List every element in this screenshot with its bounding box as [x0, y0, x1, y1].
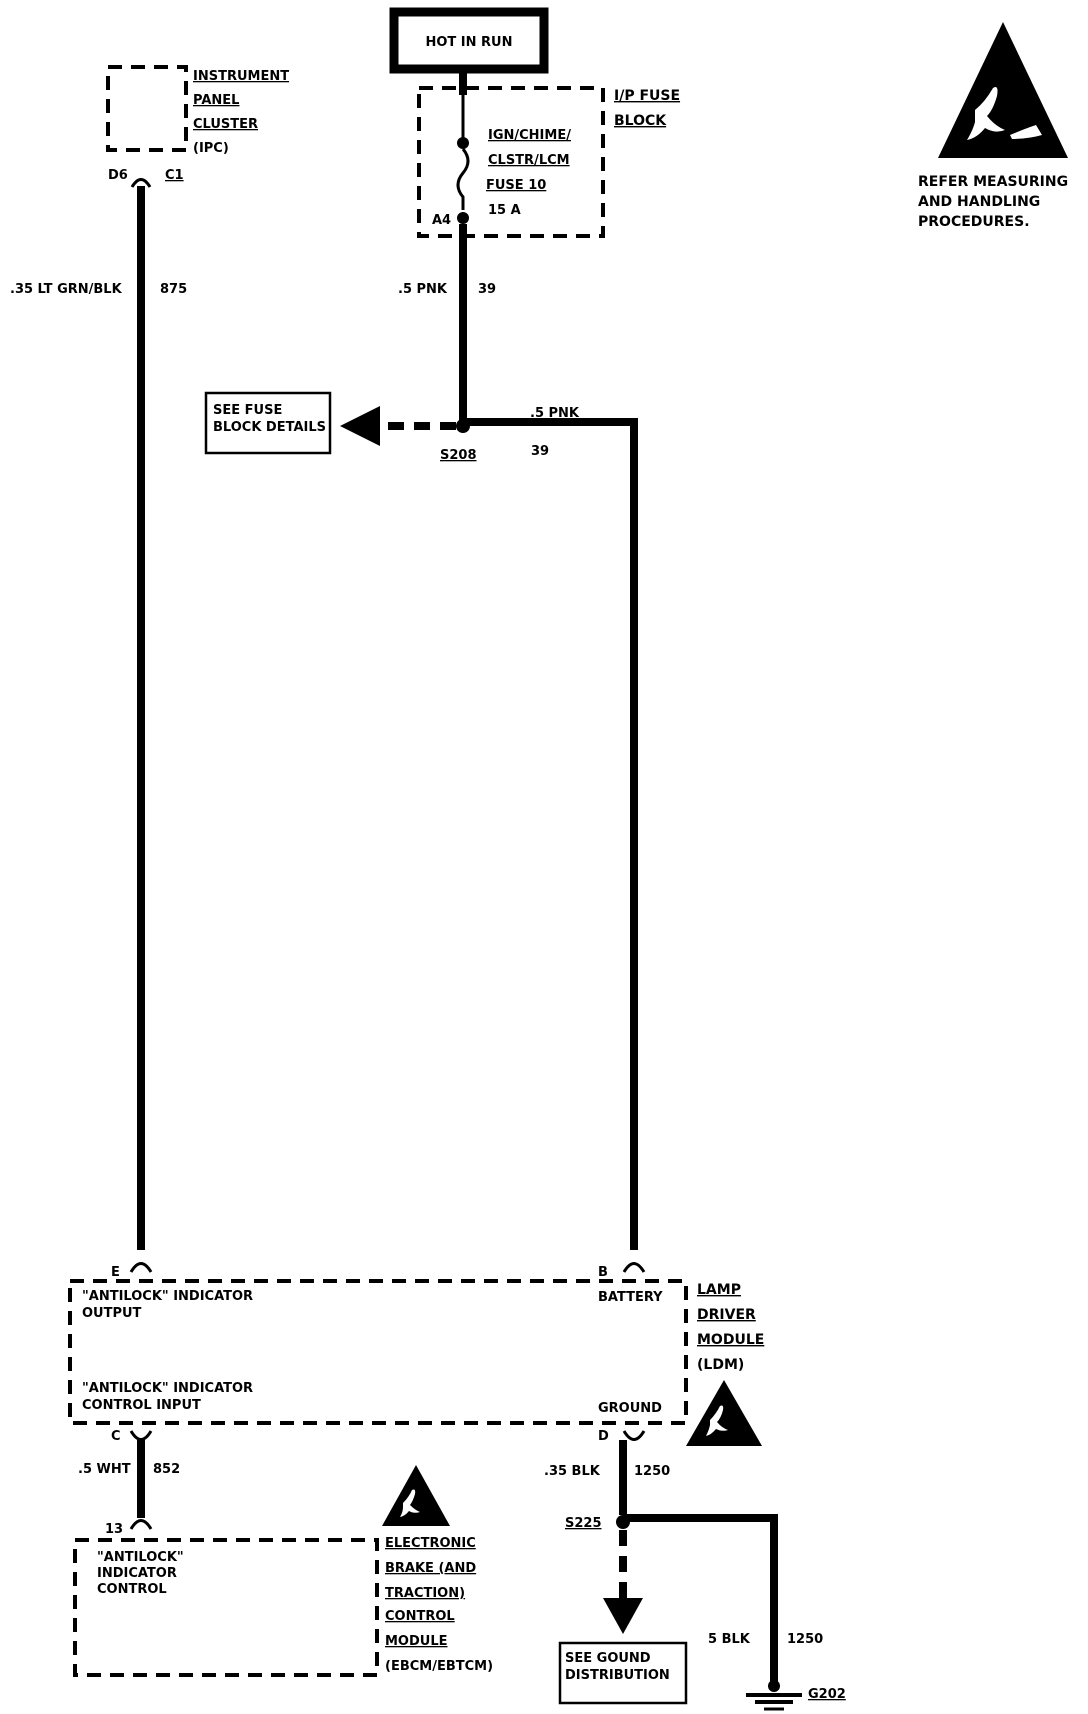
esd-note-line2: AND HANDLING [918, 194, 1040, 210]
ldm-pin-e-connector [129, 1262, 153, 1273]
wire-1250-top-size-color: .35 BLK [544, 1464, 601, 1479]
ebcm-label-line3: TRACTION) [385, 1586, 465, 1601]
wire-1250-bottom-size-color: 5 BLK [708, 1632, 751, 1647]
fuse-label-line2: CLSTR/LCM [488, 153, 570, 168]
ebcm-inner-line1: "ANTILOCK" [97, 1550, 184, 1565]
see-fuse-block-line1: SEE FUSE [213, 403, 282, 418]
ldm-control-input-line2: CONTROL INPUT [82, 1398, 201, 1413]
ipc-pin-d6: D6 [108, 168, 128, 183]
fuse-label-line3: FUSE 10 [486, 178, 546, 193]
ldm-ground-label: GROUND [598, 1401, 662, 1416]
wire-39-right-circuit: 39 [531, 444, 549, 459]
wire-1250-bottom [623, 1514, 778, 1686]
ipc-pin-c1: C1 [165, 168, 184, 183]
ebcm-label-line6: (EBCM/EBTCM) [385, 1659, 493, 1674]
ldm-pin-d-connector [622, 1430, 646, 1441]
wire-39-right [463, 418, 638, 1250]
ipc-connector-box [106, 65, 188, 152]
ldm-pin-b: B [598, 1265, 608, 1280]
wire-39-right-size-color: .5 PNK [530, 406, 580, 421]
ldm-antilock-output-line2: OUTPUT [82, 1306, 142, 1321]
ebcm-label-line4: CONTROL [385, 1609, 455, 1624]
ebcm-esd-icon [382, 1465, 450, 1526]
see-fuse-block-box [204, 391, 332, 455]
hot-in-run-label: HOT IN RUN [425, 35, 512, 50]
fuse-icon [456, 148, 470, 210]
fuse-top-node [457, 137, 469, 149]
ldm-pin-e: E [111, 1265, 120, 1280]
fuse-block-label-line2: BLOCK [614, 113, 667, 129]
fuse-block-box [417, 86, 605, 238]
wire-875-size-color: .35 LT GRN/BLK [10, 282, 123, 297]
ground-distribution-arrow-icon [603, 1598, 643, 1634]
wire-39-top-size-color: .5 PNK [398, 282, 448, 297]
esd-note-line1: REFER MEASURING [918, 174, 1068, 190]
ipc-label-line4: (IPC) [193, 141, 229, 156]
ebcm-pin-13-connector [129, 1519, 153, 1530]
wire-39-top-circuit: 39 [478, 282, 496, 297]
ebcm-box [73, 1538, 379, 1677]
ebcm-inner-line2: INDICATOR [97, 1566, 177, 1581]
ground-icon [746, 1693, 802, 1711]
fuse-label-line4: 15 A [488, 203, 521, 218]
splice-s225-label: S225 [565, 1516, 602, 1531]
fuse-details-arrow-icon [340, 406, 380, 446]
wire-875-circuit: 875 [160, 282, 187, 297]
ldm-label-line1: LAMP [697, 1282, 741, 1298]
ebcm-inner-line3: CONTROL [97, 1582, 167, 1597]
ldm-pin-c-connector [129, 1430, 153, 1441]
ldm-antilock-output-line1: "ANTILOCK" INDICATOR [82, 1289, 253, 1304]
wire-1250-bottom-circuit: 1250 [787, 1632, 823, 1647]
ldm-control-input-line1: "ANTILOCK" INDICATOR [82, 1381, 253, 1396]
fuse-pin-a4-node [457, 212, 469, 224]
fuse-label-line1: IGN/CHIME/ [488, 128, 571, 143]
wire-852-size-color: .5 WHT [78, 1462, 131, 1477]
esd-note-line3: PROCEDURES. [918, 214, 1030, 230]
ebcm-label-line5: MODULE [385, 1634, 448, 1649]
ldm-label-line2: DRIVER [697, 1307, 756, 1323]
fuse-pin-a4: A4 [432, 213, 451, 228]
wire-852-circuit: 852 [153, 1462, 180, 1477]
ldm-box [68, 1279, 688, 1425]
ldm-label-line4: (LDM) [697, 1357, 744, 1373]
ebcm-label-line1: ELECTRONIC [385, 1536, 476, 1551]
ebcm-label-line2: BRAKE (AND [385, 1561, 476, 1576]
ldm-pin-d: D [598, 1429, 609, 1444]
ldm-esd-icon [686, 1380, 762, 1446]
ground-g202-label: G202 [808, 1687, 846, 1702]
ipc-label-line2: PANEL [193, 93, 239, 108]
ebcm-pin-13: 13 [105, 1522, 123, 1537]
ldm-pin-c: C [111, 1429, 121, 1444]
fuse-block-label-line1: I/P FUSE [614, 88, 680, 104]
see-fuse-block-line2: BLOCK DETAILS [213, 420, 326, 435]
ldm-battery-label: BATTERY [598, 1290, 663, 1305]
see-ground-line1: SEE GOUND [565, 1651, 651, 1666]
splice-s208-label: S208 [440, 448, 477, 463]
see-ground-line2: DISTRIBUTION [565, 1668, 670, 1683]
ground-g202-node [768, 1680, 780, 1692]
esd-warning-icon [938, 22, 1068, 158]
see-ground-distribution-box [558, 1641, 688, 1705]
ipc-label-line1: INSTRUMENT [193, 69, 289, 84]
ldm-label-line3: MODULE [697, 1332, 764, 1348]
wire-1250-top-circuit: 1250 [634, 1464, 670, 1479]
ipc-connector-symbol [130, 178, 152, 188]
ipc-label-line3: CLUSTER [193, 117, 258, 132]
ldm-pin-b-connector [622, 1262, 646, 1273]
hot-in-run-box [389, 7, 549, 74]
